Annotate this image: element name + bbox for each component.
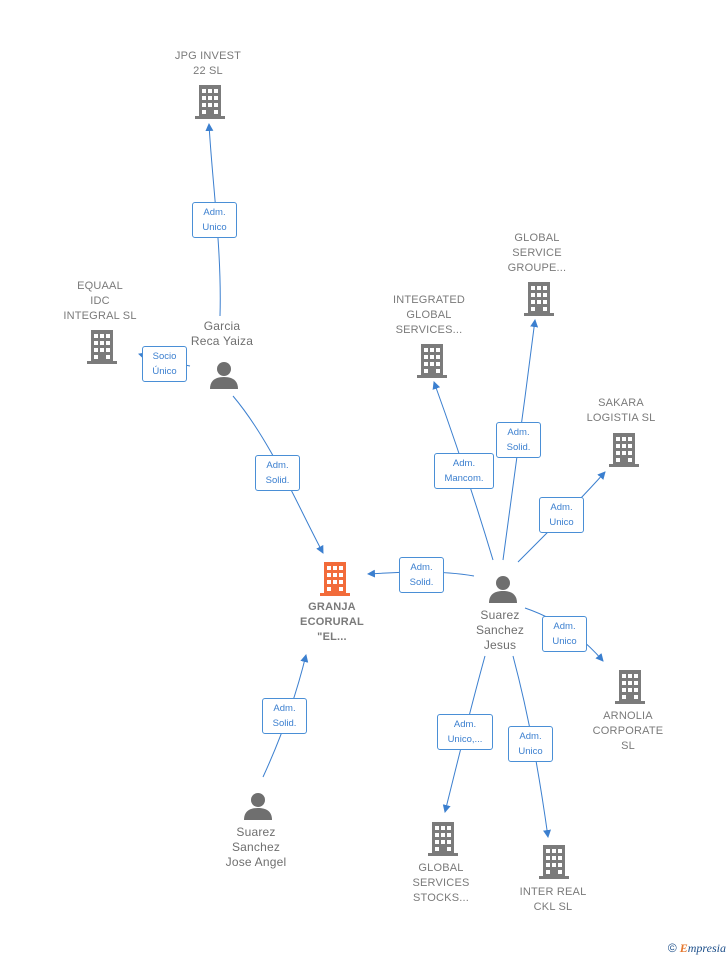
- relation-badge-jose-granja[interactable]: Adm. Solid.: [262, 698, 307, 734]
- building-icon[interactable]: [614, 670, 646, 704]
- node-label-arnolia[interactable]: ARNOLIA CORPORATE SL: [592, 710, 664, 752]
- copyright-icon: ©: [667, 941, 677, 955]
- relation-badge-jesus-arnolia[interactable]: Adm. Unico: [542, 616, 587, 652]
- brand-initial: E: [679, 941, 688, 955]
- building-icon[interactable]: [523, 282, 555, 316]
- relation-badge-garcia-jpg[interactable]: Adm. Unico: [192, 202, 237, 238]
- relation-badge-jesus-integrated[interactable]: Adm. Mancom.: [434, 453, 494, 489]
- node-label-suarez-jesus[interactable]: Suarez Sanchez Jesus: [475, 608, 525, 652]
- node-label-garcia[interactable]: Garcia Reca Yaiza: [190, 319, 254, 348]
- building-icon[interactable]: [416, 344, 448, 378]
- person-icon[interactable]: [209, 360, 239, 390]
- node-label-equaal[interactable]: EQUAAL IDC INTEGRAL SL: [63, 280, 137, 322]
- person-icon[interactable]: [243, 791, 273, 821]
- building-icon[interactable]: [427, 822, 459, 856]
- building-icon[interactable]: [608, 433, 640, 467]
- relation-badge-garcia-granja[interactable]: Adm. Solid.: [255, 455, 300, 491]
- person-icon[interactable]: [488, 574, 518, 604]
- building-icon-center[interactable]: [319, 562, 351, 596]
- node-label-inter-real[interactable]: INTER REAL CKL SL: [519, 886, 587, 913]
- relation-badge-garcia-equaal[interactable]: Socio Único: [142, 346, 187, 382]
- node-label-suarez-jose[interactable]: Suarez Sanchez Jose Angel: [225, 825, 287, 869]
- node-label-jpg-invest[interactable]: JPG INVEST 22 SL: [174, 50, 242, 77]
- relation-badge-jesus-sakara[interactable]: Adm. Unico: [539, 497, 584, 533]
- brand-name: mpresia: [687, 941, 726, 955]
- relation-badge-jesus-stocks[interactable]: Adm. Unico,...: [437, 714, 493, 750]
- building-icon[interactable]: [194, 85, 226, 119]
- node-label-global-service-groupe[interactable]: GLOBAL SERVICE GROUPE...: [507, 232, 567, 274]
- brand-footer[interactable]: ©Empresia: [668, 941, 726, 956]
- node-label-granja[interactable]: GRANJA ECORURAL "EL...: [300, 601, 364, 643]
- relation-badge-jesus-interreal[interactable]: Adm. Unico: [508, 726, 553, 762]
- building-icon[interactable]: [86, 330, 118, 364]
- building-icon[interactable]: [538, 845, 570, 879]
- node-label-sakara[interactable]: SAKARA LOGISTIA SL: [586, 397, 656, 424]
- node-label-integrated[interactable]: INTEGRATED GLOBAL SERVICES...: [392, 294, 466, 336]
- node-label-global-services-stocks[interactable]: GLOBAL SERVICES STOCKS...: [412, 862, 470, 904]
- relation-badge-jesus-groupe[interactable]: Adm. Solid.: [496, 422, 541, 458]
- relation-badge-jesus-granja[interactable]: Adm. Solid.: [399, 557, 444, 593]
